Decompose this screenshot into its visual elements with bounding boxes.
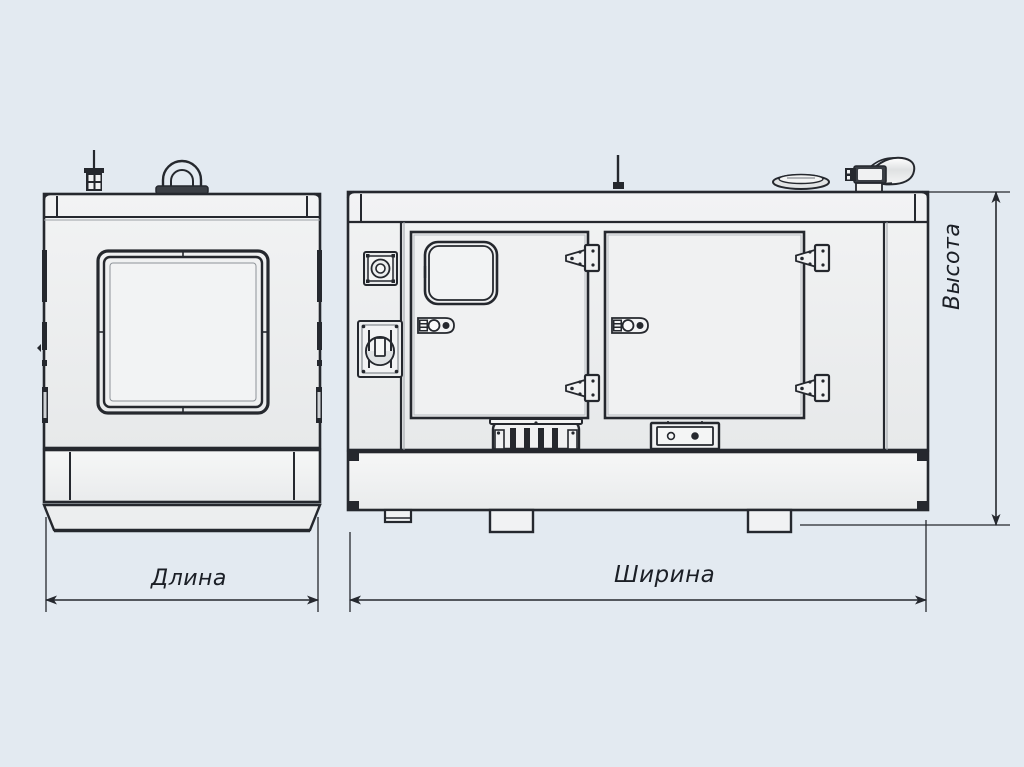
front-exhaust-stack-icon [84, 150, 104, 191]
side-nameplate [649, 421, 721, 451]
side-door-left[interactable] [409, 230, 590, 420]
dimension-height [800, 191, 1010, 526]
side-door-right[interactable] [603, 230, 806, 420]
side-exhaust-pipe-icon [613, 155, 624, 189]
front-base-skid [42, 448, 322, 504]
side-control-switch-icon [357, 320, 403, 378]
front-view [37, 150, 322, 533]
dimension-label-height: Высота [940, 222, 965, 310]
front-side-latches [37, 250, 48, 423]
side-fuel-filler-cap-icon [772, 173, 830, 190]
side-door-handle-right[interactable] [611, 317, 649, 334]
dimension-length [45, 517, 319, 612]
dimension-width [349, 520, 927, 612]
front-lifting-eye-icon [155, 159, 209, 195]
side-mounting-foot-left [383, 508, 413, 524]
side-control-gauge-icon [363, 251, 398, 286]
side-louver-grille [489, 418, 583, 451]
side-mounting-foot-right [746, 508, 793, 534]
dimension-label-length: Длина [151, 566, 227, 591]
side-hinge-right-bottom [795, 373, 831, 403]
side-view [346, 155, 930, 534]
side-door-window [423, 240, 499, 306]
front-access-window-frame [96, 249, 270, 415]
side-hinge-left-bottom [565, 373, 601, 403]
side-base-skid [346, 450, 930, 512]
front-bottom-rail [42, 503, 322, 532]
side-mounting-foot-center [488, 508, 535, 534]
dimension-label-width: Ширина [614, 562, 716, 588]
side-door-handle-left[interactable] [417, 317, 455, 334]
side-hinge-left-top [565, 243, 601, 273]
side-muffler-assembly-icon [845, 156, 916, 195]
side-hinge-right-top [795, 243, 831, 273]
front-side-latches-right [316, 250, 322, 423]
